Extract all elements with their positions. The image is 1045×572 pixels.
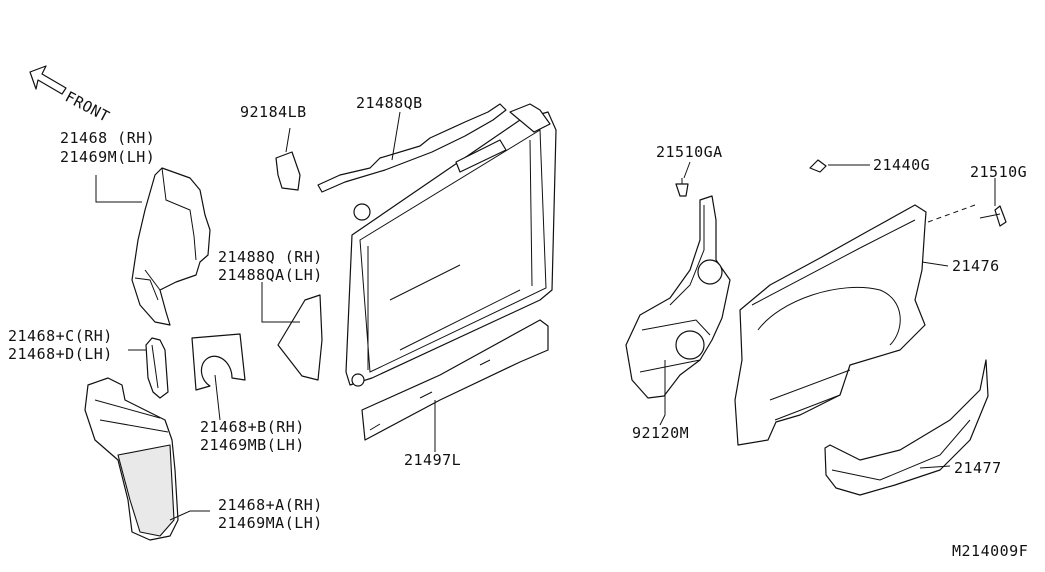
callout-21468c-rh: 21468+C(RH) — [8, 327, 113, 345]
figure-code: M214009F — [952, 542, 1028, 560]
callout-21497l: 21497L — [404, 451, 461, 469]
bracket-c-part — [145, 337, 169, 399]
fan-motor-part — [625, 178, 731, 399]
callout-21510g: 21510G — [970, 163, 1027, 181]
callout-21469ma-lh: 21469MA(LH) — [218, 514, 323, 532]
lower-seal-part — [361, 319, 549, 441]
lower-shroud-part — [824, 359, 989, 496]
callout-21488qa-lh: 21488QA(LH) — [218, 266, 323, 284]
callout-21468a-rh: 21468+A(RH) — [218, 496, 323, 514]
callout-21468-rh: 21468 (RH) — [60, 129, 155, 147]
callout-21476: 21476 — [952, 257, 1000, 275]
callout-92184lb: 92184LB — [240, 103, 307, 121]
callout-21468b-rh: 21468+B(RH) — [200, 418, 305, 436]
callout-21468d-lh: 21468+D(LH) — [8, 345, 113, 363]
front-label: FRONT — [62, 88, 113, 126]
side-seal-part — [277, 294, 323, 381]
callout-21477: 21477 — [954, 459, 1002, 477]
callout-21488qb: 21488QB — [356, 94, 423, 112]
callout-21469mb-lh: 21469MB(LH) — [200, 436, 305, 454]
radiator-part — [345, 103, 557, 387]
callout-21440g: 21440G — [873, 156, 930, 174]
callout-21510ga: 21510GA — [656, 143, 723, 161]
top-seal-part — [317, 103, 507, 193]
callout-21488q-rh: 21488Q (RH) — [218, 248, 323, 266]
fan-shroud-part — [734, 159, 1007, 446]
leader-lines — [95, 111, 996, 521]
air-guide-upper-part — [131, 167, 211, 326]
front-arrow-icon — [29, 65, 67, 95]
callout-21469m-lh: 21469M(LH) — [60, 148, 155, 166]
callout-92120m: 92120M — [632, 424, 689, 442]
seal-b-part — [191, 333, 246, 391]
label-patch-part — [275, 151, 301, 191]
air-guide-lower-part — [84, 377, 179, 541]
